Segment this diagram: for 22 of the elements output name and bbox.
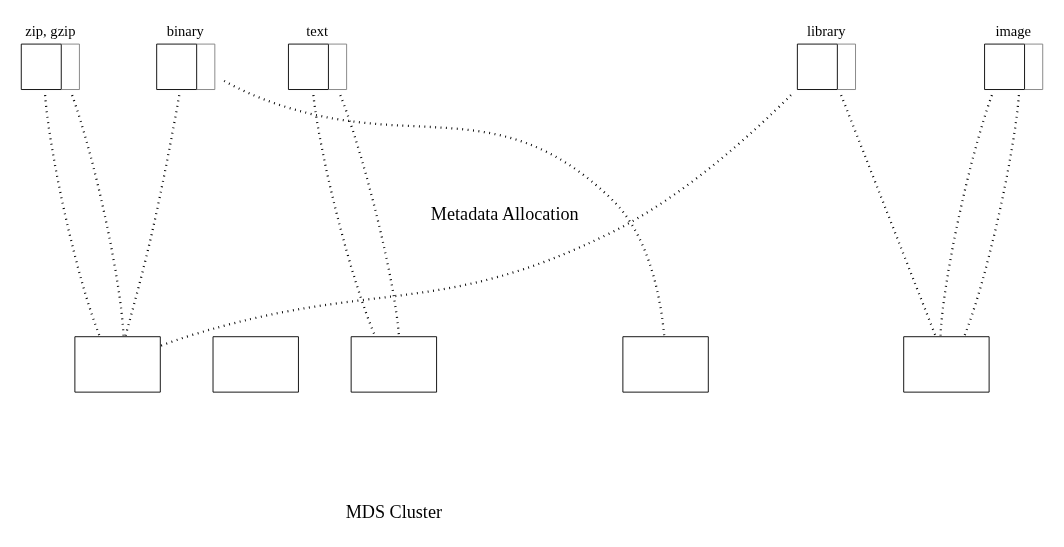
connector — [124, 94, 181, 337]
connector — [312, 94, 377, 337]
connector — [160, 93, 792, 347]
node-box — [903, 335, 990, 393]
node-label: library — [806, 22, 846, 39]
connector — [840, 94, 937, 337]
node-box — [350, 335, 438, 393]
label: Metadata Allocation — [430, 203, 579, 224]
connector — [963, 94, 1021, 337]
node-label: binary — [166, 22, 204, 39]
node-label: zip, gzip — [25, 22, 76, 39]
node-label: text — [306, 22, 328, 39]
node-box — [74, 335, 161, 393]
connector — [939, 94, 993, 337]
connector — [71, 94, 125, 337]
node-label: image — [995, 22, 1031, 39]
connector — [43, 94, 101, 337]
connector — [339, 94, 401, 337]
node-box — [622, 335, 709, 393]
connector — [223, 79, 666, 337]
label: MDS Cluster — [345, 501, 443, 522]
node-box — [212, 335, 299, 393]
